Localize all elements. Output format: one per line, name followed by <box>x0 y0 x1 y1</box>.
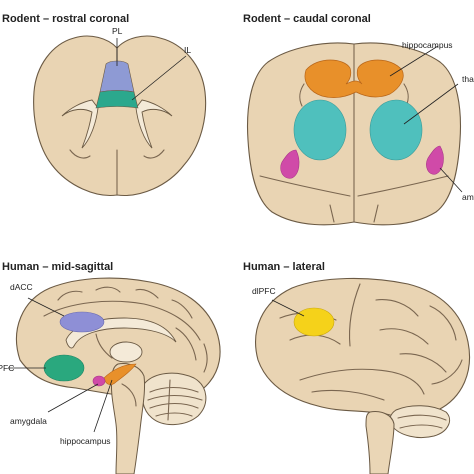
panel-rodent-rostral: Rodent – rostral coronal PL IL <box>2 13 207 197</box>
rostral-ventricle-left <box>61 99 99 149</box>
label-thalamus: thalamus <box>462 74 474 84</box>
label-dacc: dACC <box>10 282 33 292</box>
leader-il <box>131 55 187 101</box>
caudal-sulcus-left <box>259 175 351 197</box>
infralimbic-region <box>95 90 139 109</box>
caudal-sulcus-right <box>357 175 449 197</box>
thalamus-human <box>109 341 143 363</box>
rostral-sulcus-left <box>69 149 91 159</box>
panel-human-sagittal: Human – mid-sagittal dACC vmPFC amygdala… <box>0 261 221 474</box>
label-il: IL <box>184 45 191 55</box>
label-vmpfc: vmPFC <box>0 363 14 373</box>
label-amygdala-rodent: amygdala <box>462 192 474 202</box>
central-sulcus <box>348 283 361 347</box>
pons-outline <box>121 383 137 407</box>
dlpfc-region <box>293 307 335 337</box>
leader-dlpfc <box>271 299 305 317</box>
fornix <box>95 333 113 359</box>
cerebellum <box>141 372 207 425</box>
lateral-cerebellum-folia <box>397 414 447 429</box>
hippocampus-region-rodent <box>304 59 404 98</box>
amygdala-region-human <box>92 375 106 387</box>
lateral-brainstem <box>365 411 395 474</box>
panel-title-sagittal: Human – mid-sagittal <box>2 261 113 273</box>
lateral-fissure <box>299 368 425 395</box>
panel-human-lateral: Human – lateral dlPFC <box>243 261 471 474</box>
label-amygdala-human: amygdala <box>10 416 47 426</box>
leader-amygdala-rodent <box>439 167 463 193</box>
panel-rodent-caudal: Rodent – caudal coronal hippocampus thal… <box>243 13 474 226</box>
label-pl: PL <box>112 26 123 36</box>
rostral-sulcus-right <box>143 149 165 159</box>
leader-thalamus <box>403 83 459 125</box>
panel-title-lateral: Human – lateral <box>243 261 325 273</box>
leader-hippocampus-rodent <box>389 45 439 77</box>
amygdala-right-rodent <box>426 145 444 175</box>
label-hippocampus-human: hippocampus <box>60 436 111 446</box>
rostral-brain-section <box>33 35 207 197</box>
leader-amygdala-human <box>47 383 99 413</box>
lateral-cerebellum <box>389 405 450 439</box>
cingulate-sulcus <box>43 300 201 341</box>
panel-title-caudal: Rodent – caudal coronal <box>243 13 371 25</box>
panel-title-rostral: Rodent – rostral coronal <box>2 13 129 25</box>
thalamus-left <box>293 99 347 161</box>
caudal-hook-left <box>299 83 305 107</box>
vmpfc-region <box>43 354 85 382</box>
cerebellum-folia <box>147 379 203 421</box>
caudal-ventral-left <box>329 204 335 223</box>
hippocampus-region-human <box>103 363 137 385</box>
dacc-region <box>59 311 105 333</box>
sagittal-gyri-top <box>57 286 193 319</box>
leader-hippocampus-human <box>93 379 113 433</box>
thalamus-right <box>369 99 423 161</box>
sagittal-gyri-occipital <box>175 327 208 373</box>
label-hippocampus-rodent: hippocampus <box>402 40 453 50</box>
amygdala-left-rodent <box>280 149 300 179</box>
leader-dacc <box>27 297 65 317</box>
lateral-cortex <box>255 277 471 418</box>
rostral-ventricle-right <box>135 99 173 149</box>
caudal-ventral-right <box>373 204 379 223</box>
label-dlpfc: dlPFC <box>252 286 276 296</box>
